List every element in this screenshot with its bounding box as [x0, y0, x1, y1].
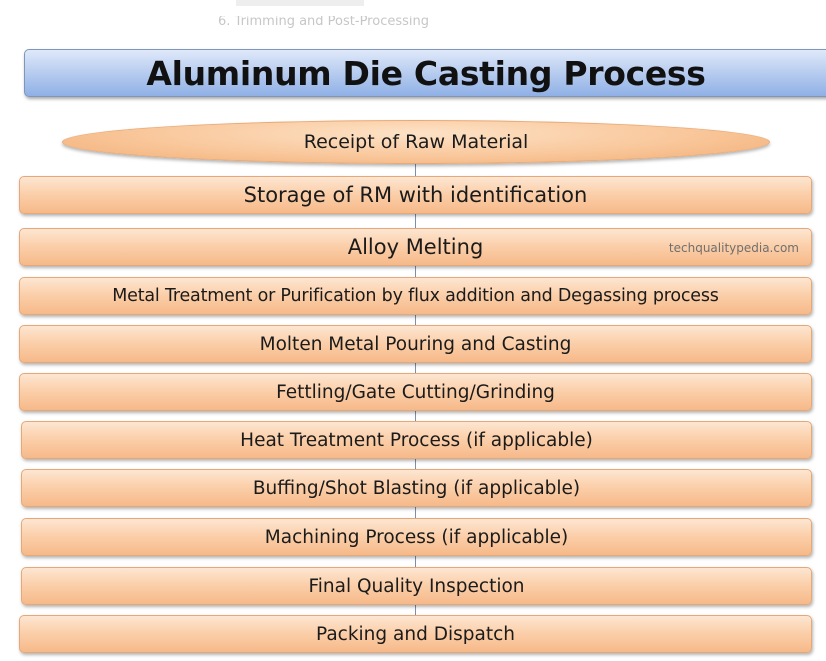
step-label: Heat Treatment Process (if applicable) [240, 429, 593, 451]
connector-line [415, 506, 416, 518]
connector-line [415, 164, 416, 176]
watermark-text: techqualitypedia.com [668, 241, 799, 255]
step-label: Final Quality Inspection [308, 575, 525, 597]
connector-line [415, 555, 416, 567]
step-label: Metal Treatment or Purification by flux … [112, 286, 719, 306]
step-box: Fettling/Gate Cutting/Grinding [19, 373, 812, 411]
step-box: Buffing/Shot Blasting (if applicable) [21, 469, 812, 507]
top-cropped-bar [236, 0, 364, 6]
step-label: Molten Metal Pouring and Casting [259, 333, 572, 355]
connector-line [415, 410, 416, 421]
connector-line [415, 214, 416, 228]
diagram-title: Aluminum Die Casting Process [146, 53, 706, 93]
step-box: Final Quality Inspection [21, 567, 812, 605]
start-step-label: Receipt of Raw Material [303, 131, 529, 153]
connector-line [415, 458, 416, 469]
start-step-ellipse: Receipt of Raw Material [62, 120, 770, 164]
cropped-heading-text: 6. Trimming and Post-Processing [218, 14, 429, 29]
diagram-title-box: Aluminum Die Casting Process [24, 49, 826, 97]
step-label: Packing and Dispatch [316, 623, 515, 645]
step-label: Alloy Melting [347, 235, 484, 259]
connector-line [415, 265, 416, 277]
step-box: Machining Process (if applicable) [21, 518, 812, 556]
step-box: Packing and Dispatch [19, 615, 812, 653]
step-box: Metal Treatment or Purification by flux … [19, 277, 812, 315]
connector-line [415, 362, 416, 373]
step-box: Storage of RM with identification [19, 176, 812, 214]
step-box: Heat Treatment Process (if applicable) [21, 421, 812, 459]
step-label: Fettling/Gate Cutting/Grinding [276, 381, 555, 403]
step-box: Alloy Melting techqualitypedia.com [19, 228, 812, 266]
step-label: Storage of RM with identification [243, 183, 588, 207]
step-box: Molten Metal Pouring and Casting [19, 325, 812, 363]
step-label: Buffing/Shot Blasting (if applicable) [252, 477, 581, 499]
step-label: Machining Process (if applicable) [264, 526, 569, 548]
connector-line [415, 604, 416, 615]
connector-line [415, 315, 416, 325]
